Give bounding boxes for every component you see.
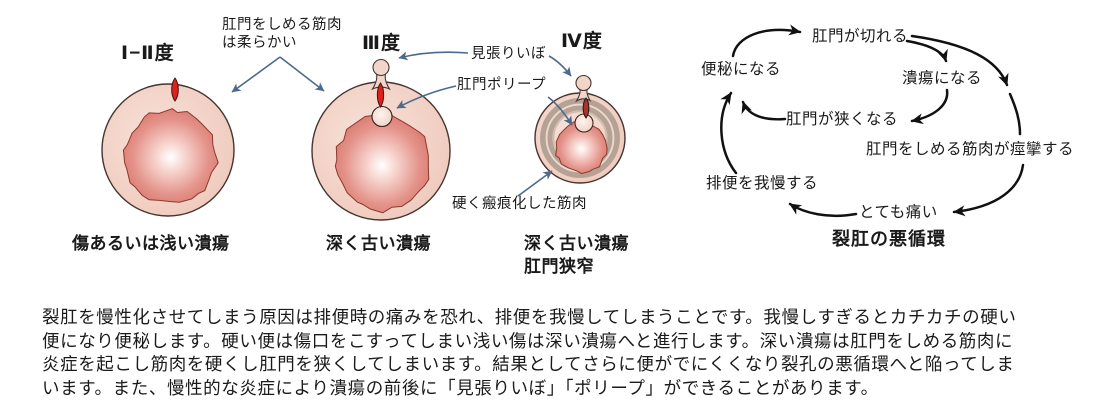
sentinel-pile-arrow-left: [398, 51, 469, 61]
paragraph-line: 炎症を起こし筋肉を硬くし肛門を狭くしてしまいます。結果としてさらに便がでにくくな…: [42, 354, 1015, 374]
fissure-shape: [582, 97, 590, 119]
soft-muscle-arrow-right: [279, 56, 325, 92]
fissure-shape: [376, 82, 385, 108]
soft-muscle-note-line2: は柔らかい: [222, 35, 297, 51]
arrow-narrow-to-constipation: [741, 100, 787, 121]
scarred-muscle-arrow: [517, 170, 553, 197]
sentinel-pile-arrow-right: [548, 55, 572, 77]
cycle-node-hold-stool: 排便を我慢する: [706, 175, 819, 192]
cycle-arrows: [720, 24, 1025, 218]
stage-1-cross-section: [101, 77, 235, 217]
fissure-shape: [171, 77, 179, 102]
stage2-caption: 深く古い潰瘍: [326, 234, 431, 253]
soft-muscle-note-line1: 肛門をしめる筋肉: [222, 17, 342, 33]
stage-3-cross-section: [534, 74, 626, 184]
arrow-tear-to-spasm: [910, 34, 1009, 87]
cycle-title: 裂肛の悪循環: [832, 229, 946, 249]
arrow-tear-to-spasm-tail: [1008, 92, 1022, 136]
stage-2-cross-section: [311, 58, 451, 221]
soft-muscle-arrow-left: [231, 56, 281, 93]
cycle-node-sphincter-spasm: 肛門をしめる筋肉が痙攣する: [866, 141, 1075, 158]
stage3-degree-label: Ⅳ度: [561, 31, 603, 52]
stage3-caption-line1: 深く古い潰瘍: [524, 234, 629, 253]
cycle-node-anus-tears: 肛門が切れる: [812, 28, 909, 45]
paragraph-line: 便になり便秘します。硬い便は傷口をこすってしまい浅い傷は深い潰瘍へと進行します。…: [42, 330, 1014, 351]
arrow-pain-to-endure: [788, 202, 858, 218]
anal-polyp-label: 肛門ポリープ: [457, 77, 547, 93]
stage1-caption: 傷あるいは浅い潰瘍: [72, 234, 230, 253]
cycle-node-ulcer: 潰瘍になる: [902, 70, 983, 87]
stage2-degree-label: Ⅲ度: [362, 33, 401, 54]
explanation-paragraph: 裂肛を慢性化させてしまう原因は排便時の痛みを恐れ、排便を我慢してしまうことです。…: [42, 306, 1082, 400]
diagram-canvas: [101, 24, 1025, 221]
polyp-shape: [574, 113, 594, 133]
arrow-endure-to-constipation: [720, 91, 738, 175]
scarred-muscle-label: 硬く瘢痕化した筋肉: [452, 196, 587, 212]
deep-ulcer-shape: [334, 113, 430, 214]
arrow-tear-to-ulcer: [905, 39, 948, 63]
sentinel-pile-label: 見張りいぼ: [471, 46, 546, 62]
paragraph-line: います。また、慢性的な炎症により潰瘍の前後に「見張りいぼ」「ポリープ」ができるこ…: [42, 377, 879, 398]
stage3-caption-line2: 肛門狭窄: [524, 257, 594, 276]
deep-ulcer-shape: [555, 121, 608, 175]
annotation-arrows: [231, 51, 573, 197]
polyp-shape: [371, 105, 393, 128]
arrow-constipation-to-tear: [731, 24, 802, 58]
scar-ring-outer: [540, 98, 620, 178]
sentinel-pile-shape: [575, 74, 592, 92]
polyp-arrow-left: [396, 85, 457, 109]
polyp-arrow-right: [547, 96, 573, 126]
cycle-node-constipation: 便秘になる: [701, 61, 782, 78]
cycle-node-very-painful: とても痛い: [859, 204, 938, 221]
paragraph-line: 裂肛を慢性化させてしまう原因は排便時の痛みを恐れ、排便を我慢してしまうことです。…: [42, 307, 1017, 327]
cycle-node-anus-narrows: 肛門が狭くなる: [786, 111, 899, 128]
stage1-degree-label: Ⅰ−Ⅱ度: [121, 43, 175, 64]
shallow-ulcer-shape: [122, 108, 219, 203]
arrow-spasm-to-pain: [952, 163, 1025, 217]
sentinel-pile-shape: [372, 58, 390, 77]
arrow-ulcer-to-narrow: [910, 88, 949, 125]
